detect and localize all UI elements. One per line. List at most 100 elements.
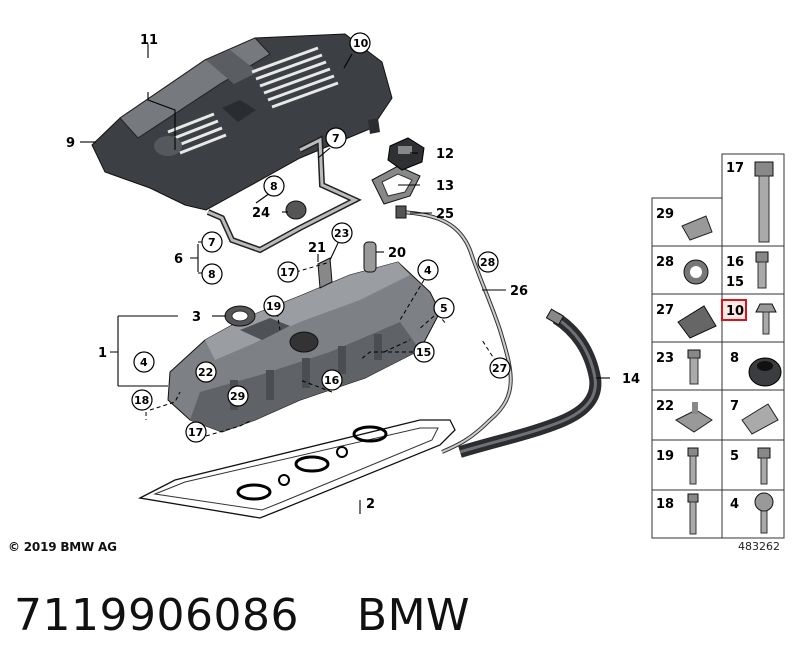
callout-7b-label: 7 <box>208 236 216 249</box>
vent-pipe-14-part <box>458 308 602 458</box>
callout-19-label: 19 <box>266 300 281 313</box>
callout-22-label: 22 <box>198 366 213 379</box>
grid-label-16: 16 <box>726 255 744 270</box>
grid-label-17: 17 <box>726 161 744 176</box>
callout-19: 19 <box>263 295 285 317</box>
callout-27: 27 <box>489 357 511 379</box>
dashed-leaders <box>145 261 501 437</box>
callout-5: 5 <box>433 297 455 319</box>
grid-label-7: 7 <box>730 399 739 414</box>
callout-1-label: 1 <box>98 346 107 361</box>
callout-15-label: 15 <box>416 346 431 359</box>
grid-label-22: 22 <box>656 399 674 414</box>
grid-label-18: 18 <box>656 497 674 512</box>
engine-cover-part <box>91 33 393 211</box>
callout-18: 18 <box>131 389 153 411</box>
grid-label-15: 15 <box>726 275 744 290</box>
callout-8a: 8 <box>263 175 285 197</box>
callout-21-label: 21 <box>308 241 326 256</box>
grid-label-8: 8 <box>730 351 739 366</box>
callout-3-label: 3 <box>192 310 201 325</box>
callout-26-label: 26 <box>510 284 528 299</box>
callout-26: 26 <box>510 284 528 299</box>
callout-24: 24 <box>252 206 270 221</box>
callout-23-label: 23 <box>334 227 349 240</box>
callout-3: 3 <box>192 310 201 325</box>
copyright-text: © 2019 BMW AG <box>8 540 117 554</box>
callout-16: 16 <box>321 369 343 391</box>
leader-lines <box>80 44 610 514</box>
callout-24-label: 24 <box>252 206 270 221</box>
grid-label-5: 5 <box>730 449 739 464</box>
callout-17b: 17 <box>185 421 207 443</box>
fastener-grid: 29 17 28 16 15 27 10 23 8 22 7 19 5 18 4 <box>651 153 785 539</box>
callout-15: 15 <box>413 341 435 363</box>
callout-6-label: 6 <box>174 252 183 267</box>
callout-4a-label: 4 <box>424 264 432 277</box>
callout-11: 11 <box>140 33 158 48</box>
callout-17b-label: 17 <box>188 426 203 439</box>
callout-2: 2 <box>366 497 375 512</box>
callout-11-label: 11 <box>140 33 158 48</box>
grommet-24-part <box>285 200 307 220</box>
callout-9-label: 9 <box>66 136 75 151</box>
callout-17a-label: 17 <box>280 266 295 279</box>
callout-10-label: 10 <box>353 37 369 50</box>
grid-label-28: 28 <box>656 255 674 270</box>
callout-21: 21 <box>308 241 326 256</box>
grid-part-drawings <box>675 161 782 535</box>
grid-label-27: 27 <box>656 303 674 318</box>
callout-4b-label: 4 <box>140 356 148 369</box>
callout-5-label: 5 <box>440 302 448 315</box>
callout-28-label: 28 <box>480 256 495 269</box>
callout-20-label: 20 <box>388 246 406 261</box>
callout-8b: 8 <box>201 263 223 285</box>
callout-28: 28 <box>477 251 499 273</box>
callout-10: 10 <box>349 32 371 54</box>
callout-13-label: 13 <box>436 179 454 194</box>
callout-20: 20 <box>388 246 406 261</box>
part-number-caption: 7119906086 BMW <box>14 590 471 641</box>
callout-7a-label: 7 <box>332 132 340 145</box>
gasket-2-part <box>137 419 456 519</box>
grid-label-4: 4 <box>730 497 739 512</box>
callout-16-label: 16 <box>324 374 340 387</box>
highlight-box-10 <box>721 299 747 321</box>
callout-17a: 17 <box>277 261 299 283</box>
callout-8b-label: 8 <box>208 268 216 281</box>
grid-label-29: 29 <box>656 207 674 222</box>
callout-27-label: 27 <box>492 362 507 375</box>
callout-6: 6 <box>174 252 183 267</box>
callout-14: 14 <box>622 372 640 387</box>
callout-29: 29 <box>227 385 249 407</box>
clip-25-part <box>395 205 407 219</box>
callout-4b: 4 <box>133 351 155 373</box>
callout-8a-label: 8 <box>270 180 278 193</box>
callout-14-label: 14 <box>622 372 640 387</box>
callout-12: 12 <box>436 147 454 162</box>
valve-20-part <box>363 241 377 273</box>
callout-7a: 7 <box>325 127 347 149</box>
callout-25: 25 <box>436 207 454 222</box>
seal-ring-13-part <box>371 165 421 205</box>
oil-seal-3-part <box>224 305 256 327</box>
callout-23: 23 <box>331 222 353 244</box>
cylinder-head-cover-part <box>167 261 441 433</box>
callout-18-label: 18 <box>134 394 149 407</box>
callout-25-label: 25 <box>436 207 454 222</box>
callout-7b: 7 <box>201 231 223 253</box>
gasket-frame-part <box>206 135 362 254</box>
callout-1: 1 <box>98 346 107 361</box>
callout-9: 9 <box>66 136 75 151</box>
callout-29-label: 29 <box>230 390 245 403</box>
grid-label-19: 19 <box>656 449 674 464</box>
callout-4a: 4 <box>417 259 439 281</box>
parts-diagram: 11 10 9 7 12 13 8 24 25 7 6 8 23 21 20 2… <box>66 32 785 539</box>
callout-12-label: 12 <box>436 147 454 162</box>
exploded-view-svg: 11 10 9 7 12 13 8 24 25 7 6 8 23 21 20 2… <box>66 32 785 539</box>
oil-cap-12-part <box>387 137 425 171</box>
callout-22: 22 <box>195 361 217 383</box>
diagram-number: 483262 <box>738 540 780 553</box>
breather-hose-26-part <box>399 210 513 454</box>
grid-label-10: 10 <box>726 304 744 319</box>
